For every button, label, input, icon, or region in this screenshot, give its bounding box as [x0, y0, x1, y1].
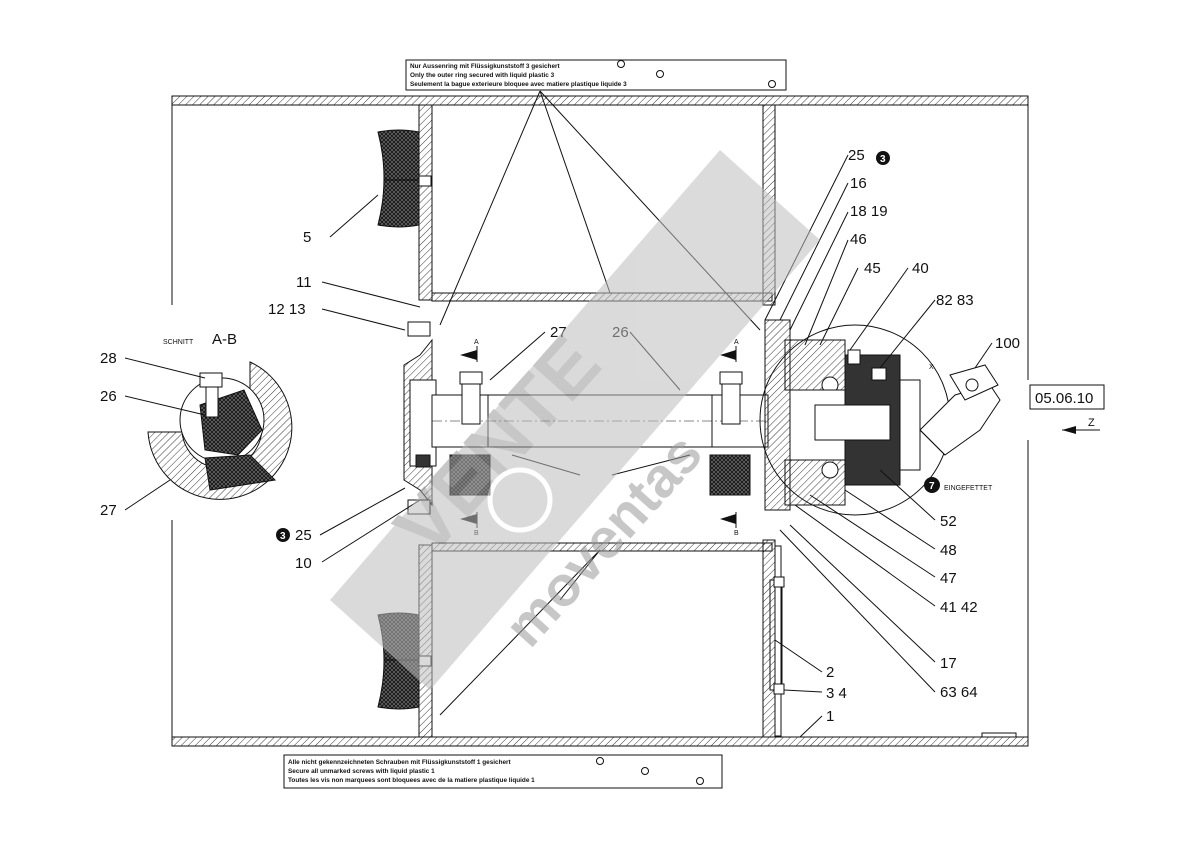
callout-25-top: 25 — [848, 147, 865, 164]
callout-26-left: 26 — [100, 388, 117, 405]
callout-40: 40 — [912, 260, 929, 277]
callout-labels: 25 16 18 19 46 45 40 82 83 100 5 11 12 1… — [100, 147, 1020, 725]
callout-46: 46 — [850, 231, 867, 248]
date-box-text: 05.06.10 — [1035, 390, 1093, 407]
motor-detail — [759, 324, 951, 516]
callout-41-42: 41 42 — [940, 599, 978, 616]
view-z-label: Z — [1088, 417, 1095, 429]
top-note-line-2: Only the outer ring secured with liquid … — [410, 72, 555, 79]
callout-63-64: 63 64 — [940, 684, 978, 701]
support-bracket — [769, 576, 785, 695]
hydraulic-motor — [919, 364, 1001, 456]
section-ab-view — [147, 361, 293, 500]
section-label-a-left: A — [474, 339, 479, 346]
callout-11: 11 — [296, 274, 312, 291]
callout-27-left: 27 — [100, 502, 117, 519]
greased-marker-num: 7 — [929, 481, 935, 492]
callout-3-4: 3 4 — [826, 685, 847, 702]
bottom-note-box: Alle nicht gekennzeichneten Schrauben mi… — [283, 754, 723, 789]
callout-25-left: 25 — [295, 527, 312, 544]
section-title: SCHNITT A-B — [163, 331, 237, 348]
callout-2: 2 — [826, 664, 834, 681]
date-box: 05.06.10 — [1029, 384, 1105, 410]
greased-text: EINGEFETTET — [944, 485, 993, 492]
section-title-word: SCHNITT — [163, 339, 194, 346]
callout-18-19: 18 19 — [850, 203, 888, 220]
callout-82-83: 82 83 — [936, 292, 974, 309]
callout-47: 47 — [940, 570, 957, 587]
callout-17: 17 — [940, 655, 957, 672]
callout-12-13: 12 13 — [268, 301, 306, 318]
section-label-a-right: A — [734, 339, 739, 346]
bottom-note-line-2: Secure all unmarked screws with liquid p… — [288, 768, 435, 775]
callout-1: 1 — [826, 708, 834, 725]
top-note-line-1: Nur Aussenring mit Flüssigkunststoff 3 g… — [410, 63, 560, 70]
housing-frame — [171, 95, 1029, 747]
section-title-name: A-B — [212, 331, 237, 348]
roller-top — [377, 129, 432, 228]
liquid-marker-left-num: 3 — [280, 531, 286, 542]
top-note-line-3: Seulement la bague exterieure bloquee av… — [410, 81, 627, 88]
callout-48: 48 — [940, 542, 957, 559]
view-z: Z — [1062, 417, 1100, 434]
detail-label-x: X — [929, 364, 934, 371]
callout-16: 16 — [850, 175, 867, 192]
callout-28: 28 — [100, 350, 117, 367]
callout-52: 52 — [940, 513, 957, 530]
top-note-box: Nur Aussenring mit Flüssigkunststoff 3 g… — [405, 59, 787, 91]
callout-5: 5 — [303, 229, 311, 246]
callout-10: 10 — [295, 555, 312, 572]
liquid-marker-left: 3 — [276, 528, 290, 542]
callout-100: 100 — [995, 335, 1020, 352]
callout-45: 45 — [864, 260, 881, 277]
section-label-b-right: B — [734, 530, 739, 537]
liquid-marker-top: 3 — [876, 151, 890, 165]
liquid-marker-top-num: 3 — [880, 154, 886, 165]
bottom-note-line-1: Alle nicht gekennzeichneten Schrauben mi… — [288, 759, 512, 766]
bottom-note-line-3: Toutes les vis non marquees sont bloquee… — [288, 777, 535, 784]
greased-marker: 7 EINGEFETTET — [924, 477, 993, 493]
